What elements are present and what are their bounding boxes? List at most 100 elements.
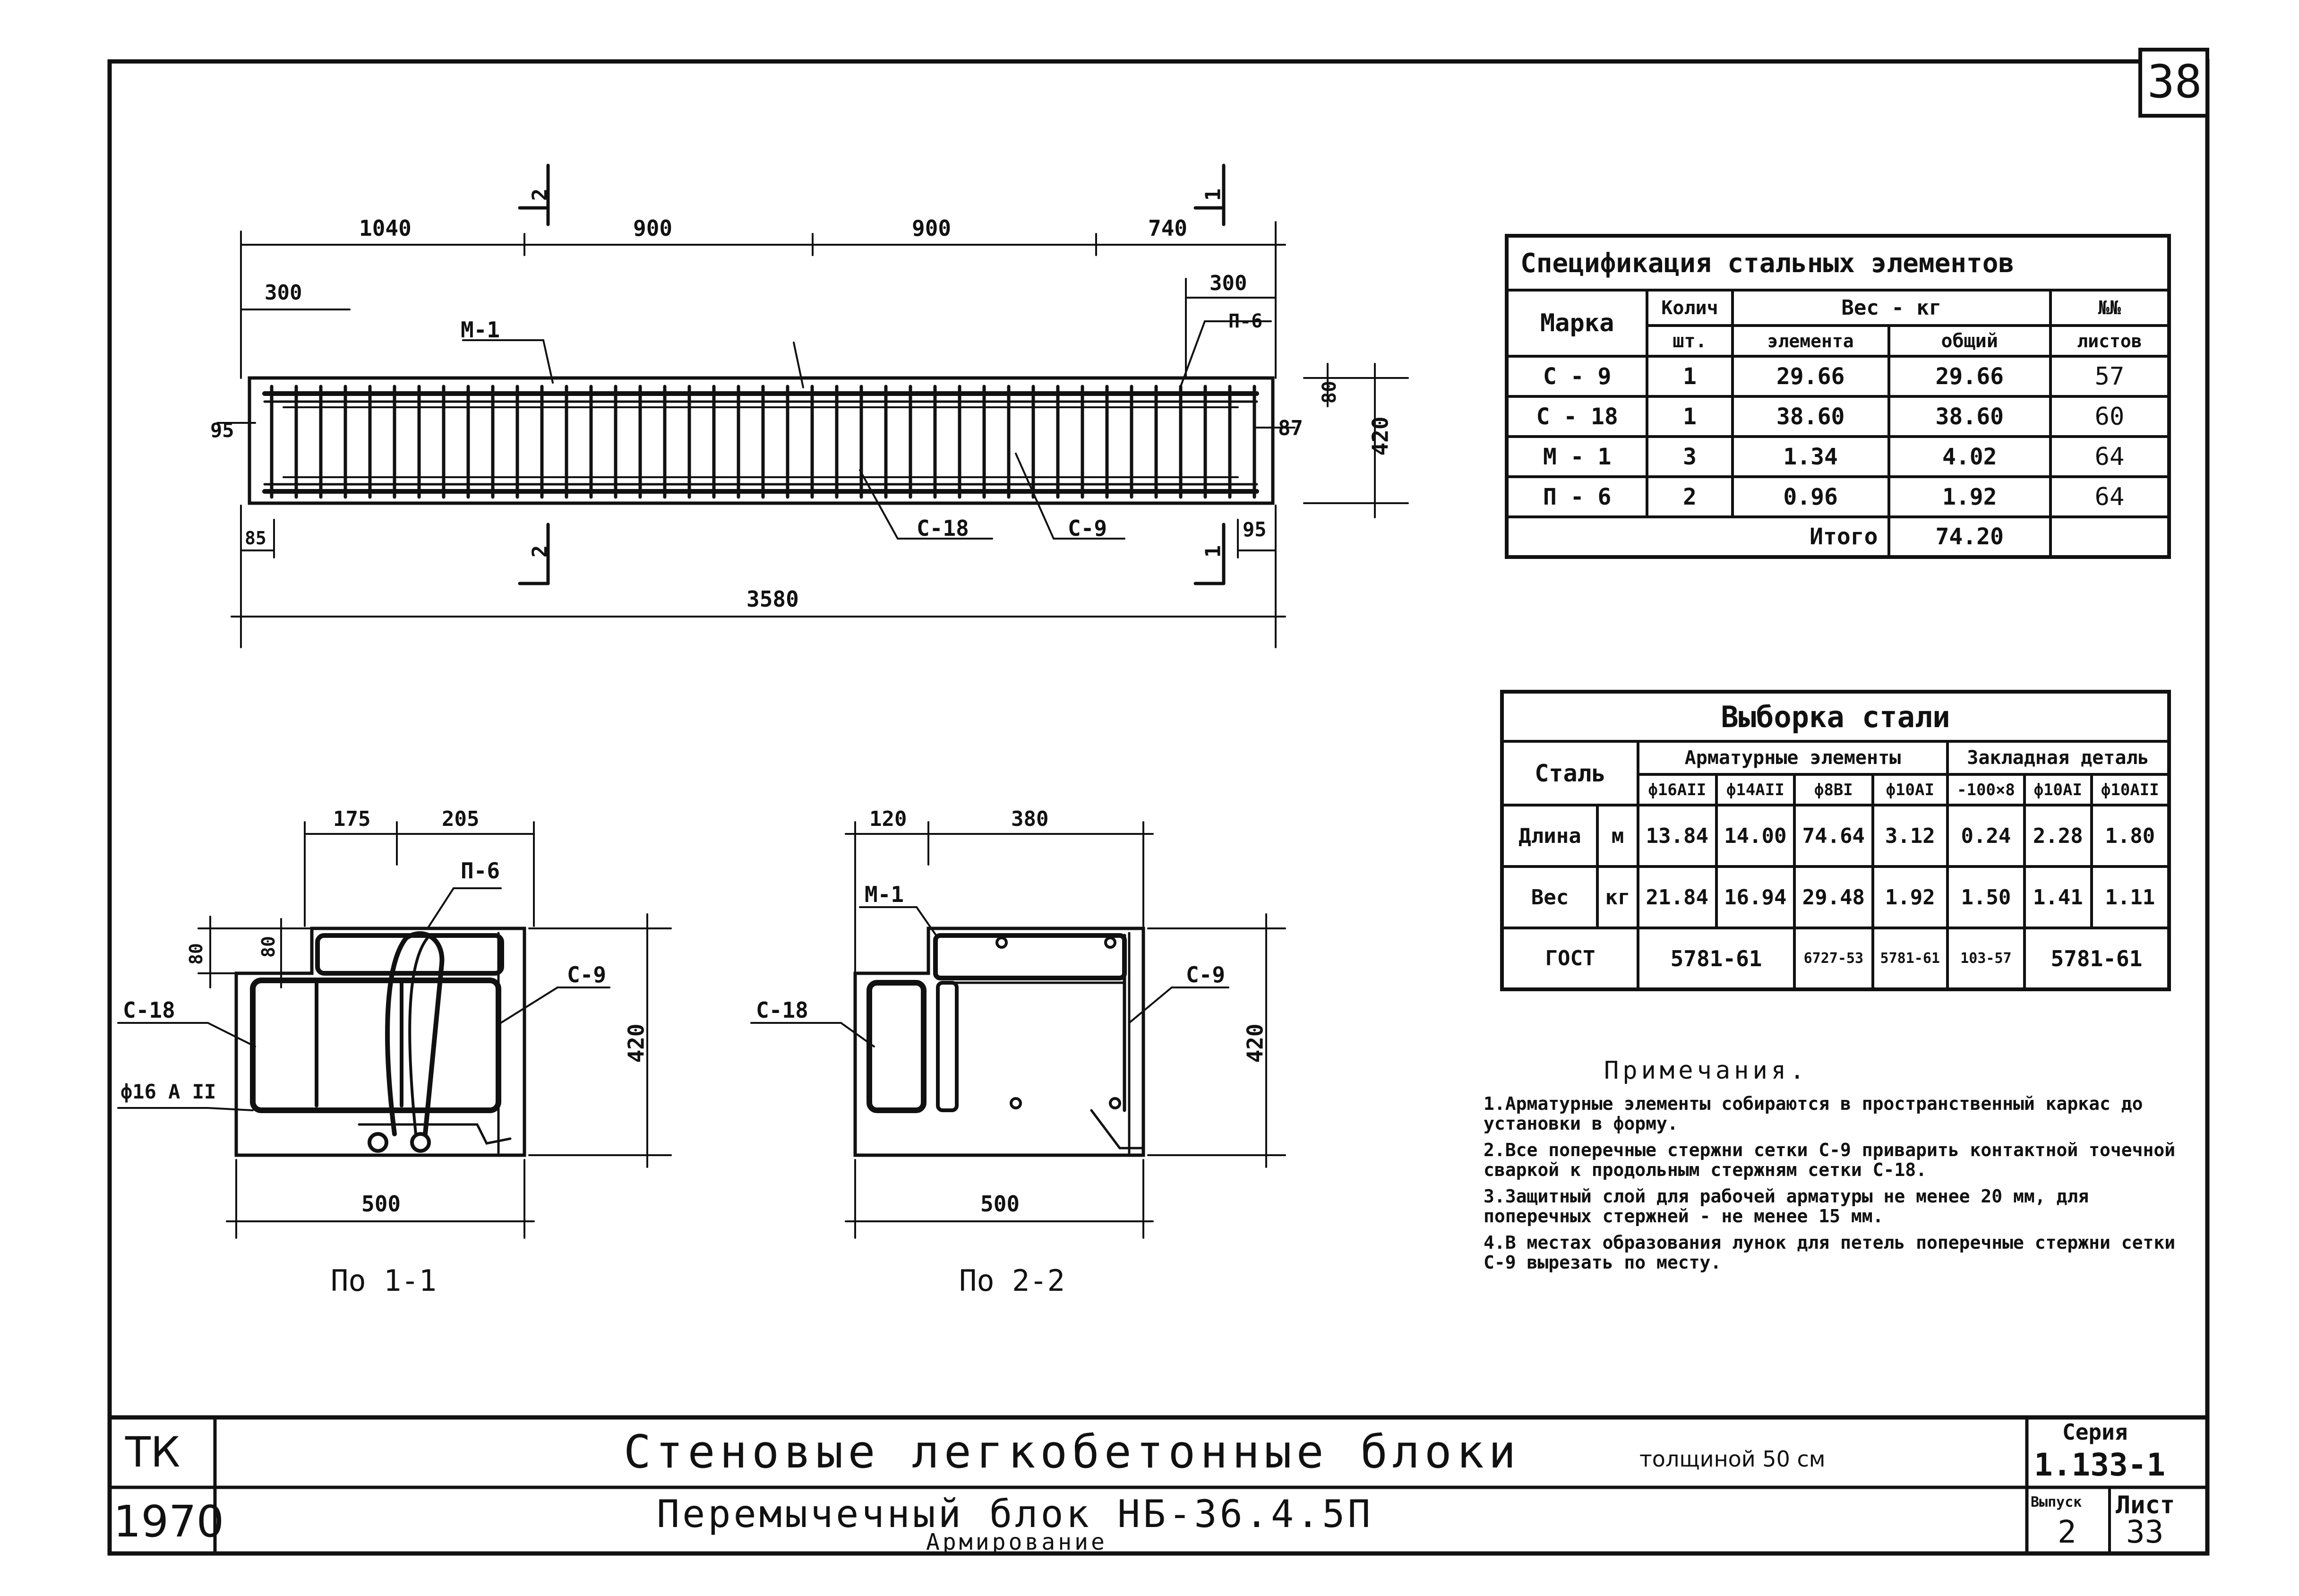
steel-h-steel: Сталь [1501, 740, 1639, 807]
section-mark-1-top: 1 [1201, 188, 1226, 201]
notes-title: Примечания. [1604, 1056, 1809, 1085]
spec-h-mark: Марка [1505, 289, 1649, 358]
steel-col: ф16АII [1637, 773, 1718, 807]
label-p6: П-6 [1228, 310, 1263, 332]
spec-cell-qty: 1 [1646, 395, 1734, 438]
spec-cell-sheet: 64 [2049, 475, 2171, 518]
series-label: Серия [2062, 1419, 2128, 1445]
steel-cell: 1.50 [1946, 865, 2026, 929]
steel-length-label: Длина [1501, 804, 1599, 868]
spec-cell-qty: 2 [1646, 475, 1734, 518]
steel-cell: 16.94 [1715, 865, 1796, 929]
spec-row: С - 9 1 29.66 29.66 57 [1505, 355, 2171, 398]
s1-dim-205: 205 [442, 807, 480, 831]
steel-col: ф10АII [2090, 773, 2171, 807]
spec-total-row: Итого 74.20 [1505, 515, 2171, 558]
section-1-1-view [234, 927, 526, 1157]
title-year: 1970 [113, 1496, 224, 1547]
section-marks [518, 163, 1226, 585]
s2-dim-500: 500 [980, 1191, 1020, 1217]
steel-cell: 1.11 [2090, 865, 2171, 929]
s1-label-p6: П-6 [461, 858, 500, 884]
section-mark-1-bottom: 1 [1201, 545, 1226, 558]
note-item: 4.В местах образования лунок для петель … [1484, 1232, 2176, 1273]
steel-gost-label: ГОСТ [1501, 927, 1639, 991]
dim-3580: 3580 [746, 586, 799, 612]
steel-cell: 74.64 [1793, 804, 1874, 868]
spec-cell-total: 29.66 [1887, 355, 2052, 398]
s1-label-c18: С-18 [123, 997, 175, 1023]
spec-title: Спецификация стальных элементов [1505, 234, 2170, 292]
dim-420: 420 [1367, 416, 1393, 456]
steel-gost-cell: 103-57 [1946, 927, 2026, 991]
spec-h-weight-el: элемента [1731, 324, 1890, 358]
steel-gost-cell: 5781-61 [1871, 927, 1949, 991]
steel-cell: 1.80 [2090, 804, 2171, 868]
notes-list: 1.Арматурные элементы собираются в прост… [1484, 1094, 2202, 1272]
dim-95-right: 95 [1243, 518, 1267, 541]
steel-gost-cell: 5781-61 [1636, 927, 1796, 991]
steel-cell: 0.24 [1946, 804, 2026, 868]
dim-740: 740 [1148, 215, 1188, 241]
spec-cell-mark: С - 18 [1505, 395, 1649, 438]
title-org: ТК [125, 1428, 180, 1476]
s2-label-m1: М-1 [865, 882, 904, 907]
elevation-view [248, 376, 1275, 505]
steel-h-embedded: Закладная деталь [1946, 740, 2171, 776]
spec-row: С - 18 1 38.60 38.60 60 [1505, 395, 2171, 438]
steel-gost-cell: 6727-53 [1793, 927, 1874, 991]
spec-cell-qty: 1 [1646, 355, 1734, 398]
dim-900a: 900 [633, 215, 673, 241]
spec-cell-total: 4.02 [1887, 435, 2052, 478]
spec-h-weight: Вес - кг [1731, 289, 2052, 327]
spec-cell-qty: 3 [1646, 435, 1734, 478]
steel-gost-cell: 5781-61 [2023, 927, 2171, 991]
spec-h-weight-total: общий [1887, 324, 2052, 358]
s1-label-c9: С-9 [567, 962, 607, 987]
spec-h-sheet2: листов [2049, 324, 2171, 358]
spec-row: П - 6 2 0.96 1.92 64 [1505, 475, 2171, 518]
steel-col: ф10АI [2023, 773, 2093, 807]
dim-900b: 900 [912, 215, 952, 241]
dim-1040: 1040 [359, 215, 412, 241]
spec-row: М - 1 3 1.34 4.02 64 [1505, 435, 2171, 478]
spec-cell-sheet: 60 [2049, 395, 2171, 438]
steel-cell: 1.41 [2023, 865, 2093, 929]
spec-cell-el: 1.34 [1731, 435, 1890, 478]
series-value: 1.133-1 [2034, 1447, 2166, 1483]
dim-80: 80 [1319, 380, 1341, 404]
spec-h-sheet: №№ [2049, 289, 2171, 327]
elevation-stirrups [270, 385, 1256, 499]
section-mark-2-top: 2 [528, 188, 552, 201]
spec-cell-mark: М - 1 [1505, 435, 1649, 478]
s1-dim-80b: 80 [257, 936, 279, 958]
steel-cell: 3.12 [1871, 804, 1949, 868]
spec-cell-total: 1.92 [1887, 475, 2052, 518]
elevation-dimensions [216, 221, 1409, 648]
steel-title: Выборка стали [1501, 690, 2170, 743]
dim-300-left: 300 [265, 281, 302, 305]
spec-total-value: 74.20 [1887, 515, 2052, 558]
steel-cell: 1.92 [1871, 865, 1949, 929]
spec-total-label: Итого [1505, 515, 1890, 558]
title-subtitle: Перемычечный блок НБ-36.4.5П [657, 1492, 1373, 1536]
steel-weight-unit: кг [1596, 865, 1639, 929]
s2-label-c18: С-18 [756, 997, 808, 1023]
s1-dim-80a: 80 [185, 943, 206, 965]
spec-table: Спецификация стальных элементов Марка Ко… [1505, 234, 2171, 559]
issue-label: Выпуск [2031, 1494, 2082, 1510]
steel-weight-label: Вес [1501, 865, 1599, 929]
steel-col: ф14АII [1715, 773, 1796, 807]
spec-cell-el: 38.60 [1731, 395, 1890, 438]
s1-caption: По 1-1 [331, 1263, 437, 1298]
sheet-number: 38 [2147, 55, 2202, 108]
title-main: Стеновые легкобетонные блоки [624, 1425, 1521, 1478]
note-item: 1.Арматурные элементы собираются в прост… [1484, 1093, 2143, 1134]
sheet-value: 33 [2126, 1514, 2164, 1550]
spec-h-qty-unit: шт. [1646, 324, 1734, 358]
steel-row-length: Длина м 13.84 14.00 74.64 3.12 0.24 2.28… [1501, 804, 2171, 868]
s1-dim-420: 420 [623, 1023, 649, 1063]
steel-cell: 21.84 [1637, 865, 1718, 929]
steel-cell: 14.00 [1715, 804, 1796, 868]
